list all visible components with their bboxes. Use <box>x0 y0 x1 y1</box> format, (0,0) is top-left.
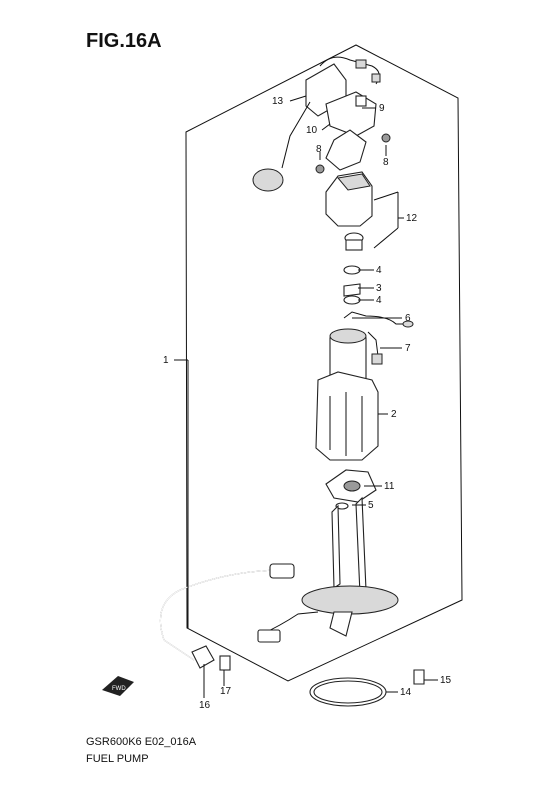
leader-lines <box>174 95 438 698</box>
bolt <box>413 669 425 685</box>
callout-4-upper: 4 <box>376 265 382 276</box>
pump-bracket <box>301 496 399 637</box>
callout-9: 9 <box>379 103 385 114</box>
clip <box>219 655 231 671</box>
fuel-level-sender <box>252 56 391 192</box>
hose-connector-lower <box>191 645 215 669</box>
callout-5: 5 <box>368 500 374 511</box>
callout-12: 12 <box>406 213 418 224</box>
hose-connector-upper <box>269 563 295 579</box>
callout-2: 2 <box>391 409 397 420</box>
callout-10: 10 <box>306 125 318 136</box>
callout-1: 1 <box>163 355 169 366</box>
diagram-code: GSR600K6 E02_016A <box>86 736 197 748</box>
o-ring-5 <box>335 502 349 510</box>
callout-14: 14 <box>400 687 412 698</box>
callout-3: 3 <box>376 283 382 294</box>
assembly-outline <box>185 44 463 682</box>
callout-13: 13 <box>272 96 284 107</box>
o-ring-upper <box>343 265 361 275</box>
pump-cap-assembly <box>325 171 373 251</box>
gasket-seal <box>343 480 361 492</box>
callout-6: 6 <box>405 313 411 324</box>
forward-arrow-icon: FWD <box>102 676 134 696</box>
figure-title: FIG.16A <box>86 30 162 52</box>
callout-8-left: 8 <box>316 144 322 155</box>
wiring-coupler <box>257 629 281 643</box>
pump-case-ribs <box>329 392 363 456</box>
callout-16: 16 <box>199 700 211 711</box>
callout-4-lower: 4 <box>376 295 382 306</box>
o-ring-lower <box>343 295 361 305</box>
callout-8-right: 8 <box>383 157 389 168</box>
callout-15: 15 <box>440 675 452 686</box>
callout-11: 11 <box>384 481 395 492</box>
pump-case <box>315 371 379 461</box>
callout-17: 17 <box>220 686 232 697</box>
callout-7: 7 <box>405 343 411 354</box>
cushion <box>343 283 361 297</box>
diagram-subtitle: FUEL PUMP <box>86 753 149 765</box>
fwd-badge-text: FWD <box>112 686 126 692</box>
